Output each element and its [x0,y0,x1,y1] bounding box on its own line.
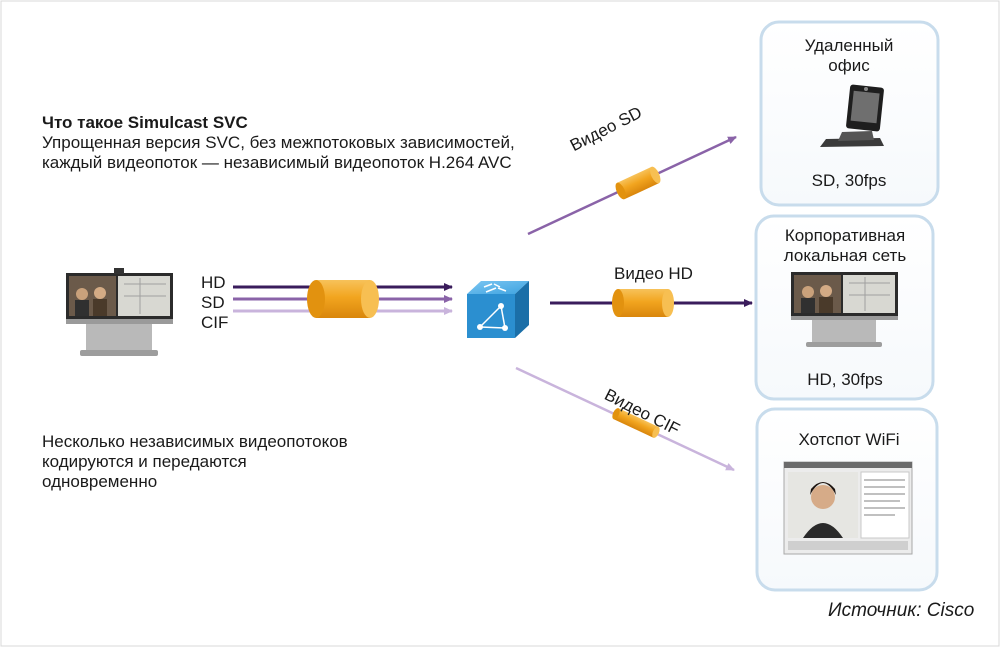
source-credit: Источник: Cisco [828,600,975,621]
note-line-1: Несколько независимых видеопотоков [42,432,348,451]
router-icon [467,281,529,338]
diagram-title: Что такое Simulcast SVC [42,113,248,132]
stream-label-cif: CIF [201,313,229,332]
description-line-2: каждый видеопоток — независимый видеопот… [42,153,512,172]
corporate-lan-name-line-2: локальная сеть [783,246,907,265]
corporate-lan-name-line-1: Корпоративная [784,226,906,245]
remote-office-format: SD, 30fps [811,171,887,190]
stream-cylinder-icon [612,408,660,438]
note-line-3: одновременно [42,472,158,491]
video-client-screen-icon [783,461,913,555]
stream-label-hd: HD [201,273,226,292]
stream-label-sd: SD [201,293,225,312]
corporate-lan-format: HD, 30fps [807,370,883,389]
stream-cylinder-icon [612,289,674,317]
wifi-hotspot-name: Хотспот WiFi [798,430,900,449]
link-label-video-hd: Видео HD [614,264,693,283]
telepresence-system-icon [791,272,898,347]
stream-cylinder-icon [307,280,379,318]
corporate-lan-name: Корпоративная локальная сеть [760,226,930,266]
description-line-1: Упрощенная версия SVC, без межпотоковых … [42,133,515,152]
remote-office-name: Удаленный офис [762,36,936,76]
note-line-2: кодируются и передаются [42,452,247,471]
remote-office-name-line-1: Удаленный [804,36,894,55]
stream-cylinder-icon [615,166,661,200]
telepresence-system-icon [66,268,173,356]
desktop-video-phone-icon [820,84,884,147]
remote-office-name-line-2: офис [828,56,870,75]
